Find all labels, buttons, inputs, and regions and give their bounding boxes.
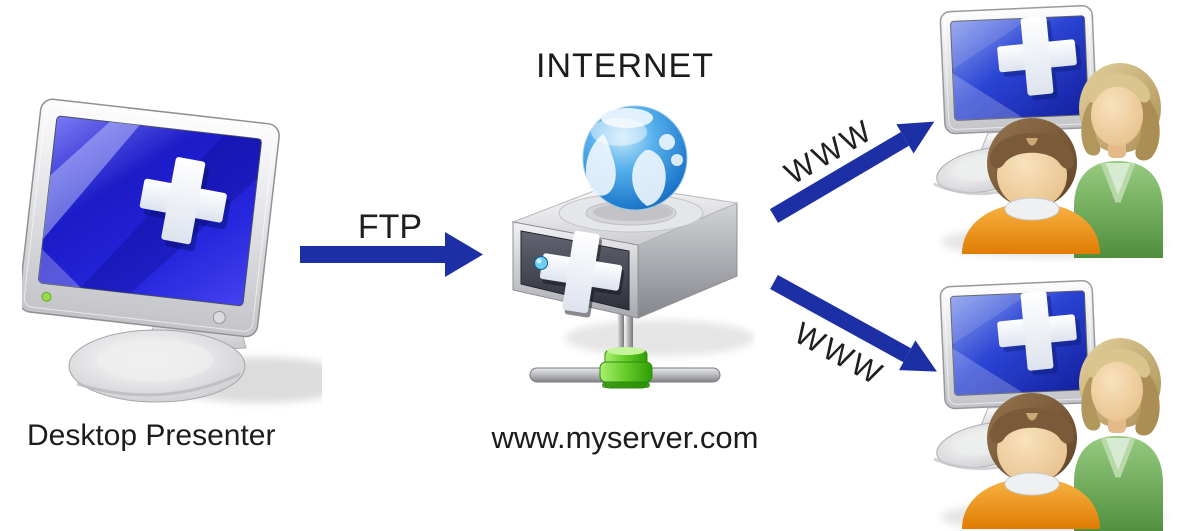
shadow (565, 320, 755, 356)
server-address-label: www.myserver.com (491, 420, 759, 455)
monitor-button (212, 310, 226, 324)
arrow-down-right-icon (770, 274, 937, 372)
presenter-label: Desktop Presenter (27, 419, 276, 452)
internet-server-globe-icon (511, 105, 755, 389)
internet-title: INTERNET (536, 47, 714, 85)
audience-computer-users-icon (928, 2, 1200, 262)
power-led (41, 291, 52, 302)
monitor-base (68, 329, 246, 403)
plus-icon (539, 230, 625, 318)
globe-icon (582, 105, 688, 211)
desktop-monitor-icon (22, 98, 322, 403)
network-connector-icon (529, 312, 721, 389)
ftp-label: FTP (358, 208, 422, 246)
plus-icon (139, 157, 231, 251)
server-led (534, 256, 548, 270)
audience-computer-users-icon (928, 277, 1200, 531)
www-arrow-top: WWW (769, 112, 935, 223)
arrow-right-icon (300, 232, 483, 277)
www-arrow-bottom: WWW (770, 274, 937, 391)
screen (37, 115, 262, 307)
arrow-up-right-icon (769, 121, 935, 223)
ftp-arrow: FTP (300, 208, 483, 277)
monitor-front (22, 98, 280, 338)
